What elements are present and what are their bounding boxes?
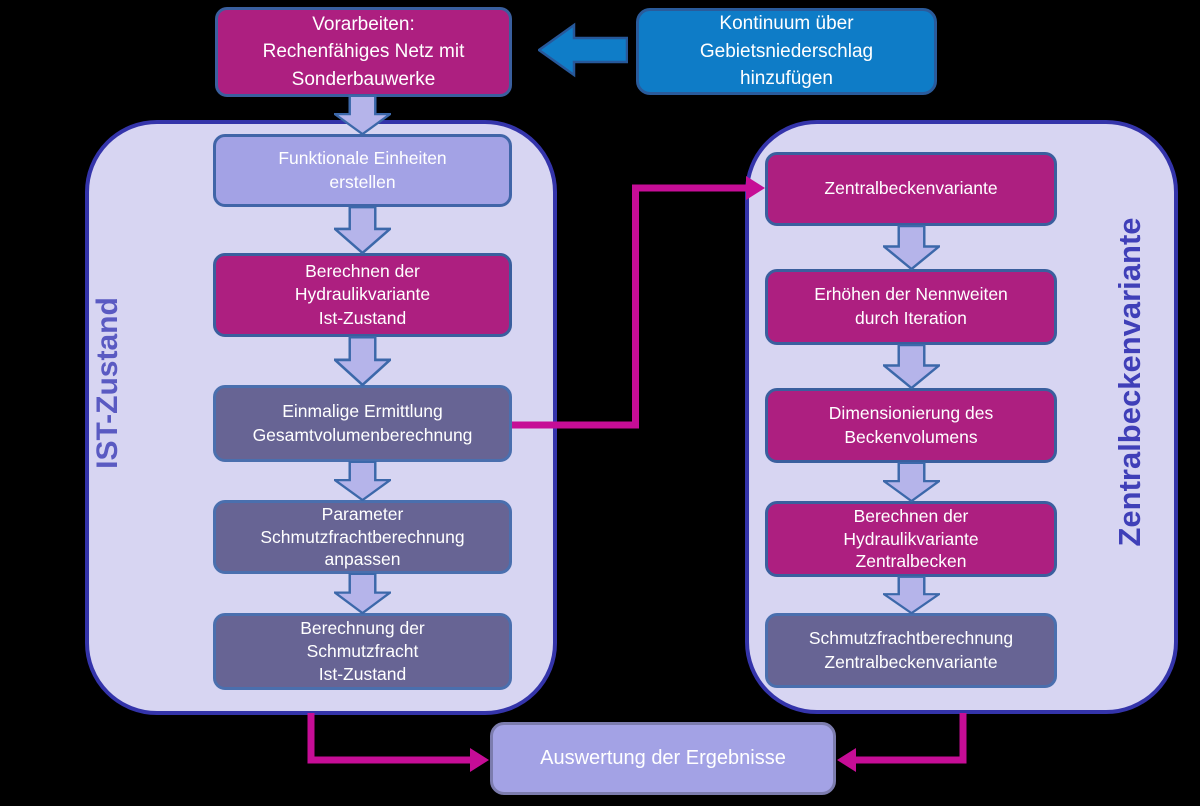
down-arrow-icon	[334, 461, 391, 501]
box-funktionale-einheiten: Funktionale Einheiten erstellen	[213, 134, 512, 207]
prework-box: Vorarbeiten: Rechenfähiges Netz mit Sond…	[215, 7, 512, 97]
box-schmutzfracht-zentralbecken: Schmutzfrachtberechnung Zentralbeckenvar…	[765, 613, 1057, 688]
box-schmutzfracht-ist: Berechnung der Schmutzfracht Ist-Zustand	[213, 613, 512, 690]
result-box: Auswertung der Ergebnisse	[490, 722, 836, 795]
down-arrow-icon	[883, 344, 940, 389]
ist-zustand-label: IST-Zustand	[91, 297, 124, 469]
connector-arrowhead-right-icon	[470, 748, 489, 772]
continuum-box: Kontinuum über Gebietsniederschlag hinzu…	[636, 8, 937, 95]
zentralbecken-label: Zentralbeckenvariante	[1112, 217, 1147, 547]
down-arrow-icon	[883, 462, 940, 502]
box-hydraulikvariante-ist: Berechnen der Hydraulikvariante Ist-Zust…	[213, 253, 512, 337]
left-block-arrow-icon	[538, 22, 628, 78]
down-arrow-icon	[334, 573, 391, 614]
box-parameter-schmutzfracht: Parameter Schmutzfrachtberechnung anpass…	[213, 500, 512, 574]
down-arrow-icon	[334, 336, 391, 386]
box-hydraulikvariante-zentralbecken: Berechnen der Hydraulikvariante Zentralb…	[765, 501, 1057, 577]
down-arrow-icon	[883, 576, 940, 614]
connector-ist-to-result	[307, 713, 471, 764]
down-arrow-icon	[334, 95, 391, 135]
down-arrow-icon	[334, 206, 391, 254]
connector-arrowhead-left-icon	[837, 748, 856, 772]
box-gesamtvolumenberechnung: Einmalige Ermittlung Gesamtvolumenberech…	[213, 385, 512, 462]
connector-zentralbecken-to-result	[855, 713, 967, 764]
box-beckenvolumen: Dimensionierung des Beckenvolumens	[765, 388, 1057, 463]
box-zentralbeckenvariante: Zentralbeckenvariante	[765, 152, 1057, 226]
box-nennweiten-iteration: Erhöhen der Nennweiten durch Iteration	[765, 269, 1057, 345]
down-arrow-icon	[883, 225, 940, 270]
